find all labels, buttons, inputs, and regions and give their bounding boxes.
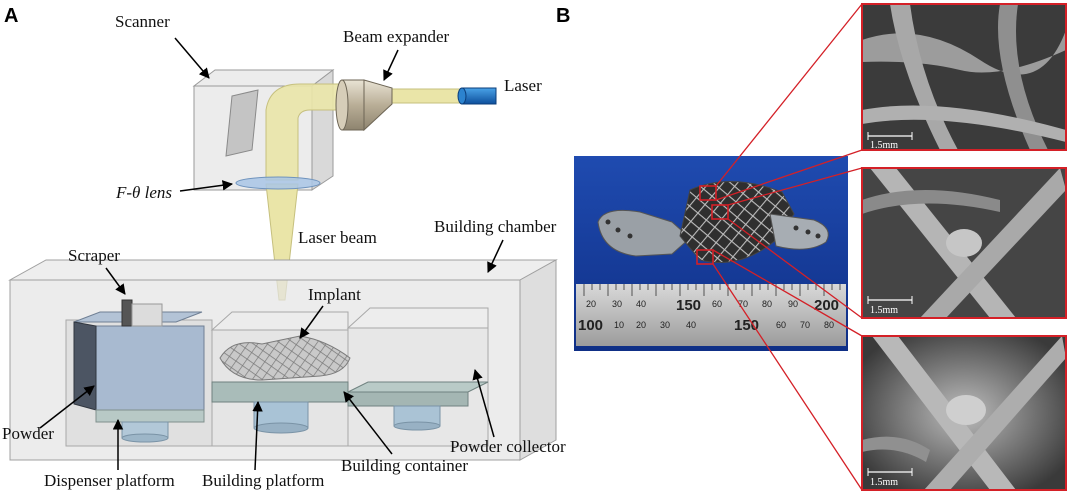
- callout-box-1: [699, 185, 717, 201]
- beam-expander: [335, 79, 393, 132]
- scraper: [121, 299, 163, 327]
- ruler-top-8: 90: [788, 299, 798, 309]
- sem-image-3: 1.5mm: [861, 335, 1067, 491]
- label-powder-collector: Powder collector: [450, 437, 566, 456]
- label-beam-expander: Beam expander: [343, 27, 450, 46]
- ruler-bottom-8: 70: [800, 320, 810, 330]
- laser-beam-path: [265, 83, 463, 301]
- label-building-chamber: Building chamber: [434, 217, 557, 236]
- label-scanner: Scanner: [115, 12, 170, 31]
- ruler-top-9: 200: [814, 297, 839, 314]
- sem-scale-1: 1.5mm: [870, 140, 898, 151]
- ruler-bottom-1: 100: [578, 317, 603, 334]
- ruler-top-3: 40: [636, 299, 646, 309]
- dispenser-platform-plate: [95, 409, 205, 423]
- ruler-bottom-3: 20: [636, 320, 646, 330]
- panel-label-b: B: [556, 5, 570, 27]
- callout-boxes: [696, 185, 729, 265]
- sem-image-1: 1.5mm: [861, 3, 1067, 151]
- ruler: 20 30 40 150 60 70 80 90 200 100 10 20 3…: [576, 284, 846, 346]
- ruler-bottom-4: 30: [660, 320, 670, 330]
- sem-image-2: 1.5mm: [861, 167, 1067, 319]
- label-powder: Powder: [2, 424, 54, 443]
- labels-panel-a: Scanner Beam expander Laser F-θ lens Las…: [2, 12, 566, 490]
- ruler-top-4: 150: [676, 297, 701, 314]
- building-platform: [211, 381, 349, 434]
- label-laser-beam: Laser beam: [298, 228, 377, 247]
- label-dispenser-platform: Dispenser platform: [44, 471, 175, 490]
- f-theta-lens: [235, 176, 321, 190]
- ruler-bottom-7: 60: [776, 320, 786, 330]
- label-f-theta-lens: F-θ lens: [115, 183, 172, 202]
- callout-lines: [712, 3, 863, 491]
- ruler-top-2: 30: [612, 299, 622, 309]
- label-scraper: Scraper: [68, 246, 120, 265]
- ruler-top-6: 70: [738, 299, 748, 309]
- ruler-bottom-5: 40: [686, 320, 696, 330]
- ruler-top-7: 80: [762, 299, 772, 309]
- label-implant: Implant: [308, 285, 361, 304]
- sem-scale-2: 1.5mm: [870, 305, 898, 316]
- scanner-mirror: [225, 89, 259, 157]
- scanner-box: [192, 68, 335, 191]
- callout-box-3: [696, 249, 714, 265]
- implant-model: [219, 335, 351, 381]
- ruler-bottom-2: 10: [614, 320, 624, 330]
- ruler-bottom-9: 80: [824, 320, 834, 330]
- label-building-platform: Building platform: [202, 471, 324, 490]
- label-building-container: Building container: [341, 456, 468, 475]
- ruler-top-1: 20: [586, 299, 596, 309]
- sem-scale-3: 1.5mm: [870, 477, 898, 488]
- ruler-top-5: 60: [712, 299, 722, 309]
- callout-box-2: [711, 204, 729, 220]
- panel-label-a: A: [4, 5, 18, 27]
- ruler-bottom-6: 150: [734, 317, 759, 334]
- label-laser: Laser: [504, 76, 542, 95]
- laser-source: [457, 87, 497, 105]
- powder-collector-platform: [347, 381, 489, 431]
